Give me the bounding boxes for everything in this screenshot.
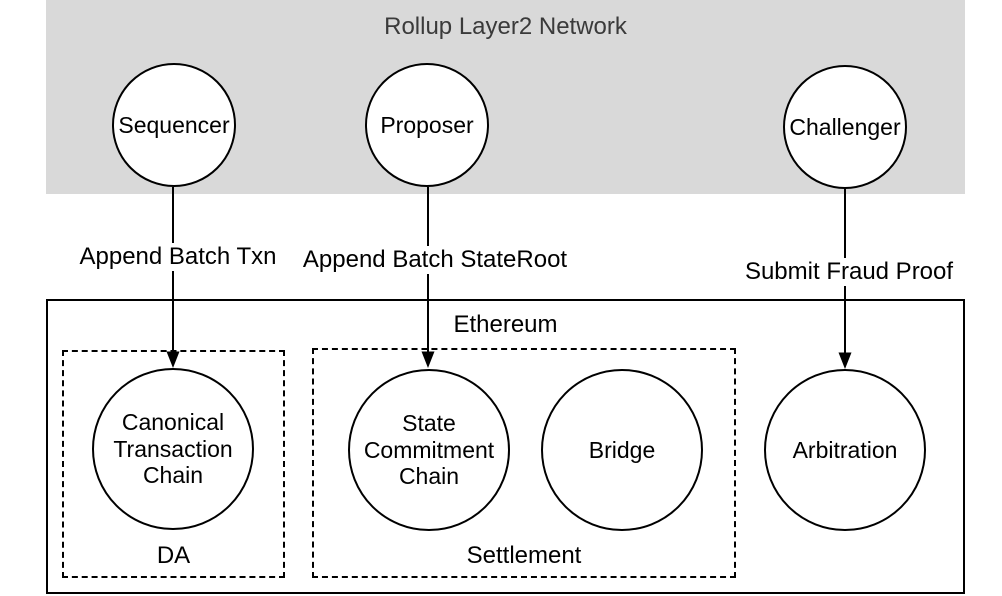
node-proposer: Proposer [365,63,489,187]
node-bridge-label: Bridge [588,436,656,463]
ethereum-region: Ethereum [46,299,965,594]
settlement-group-label: Settlement [466,542,582,569]
node-arbitration: Arbitration [764,369,926,531]
da-group-label: DA [156,542,191,569]
da-group-box: DA [62,350,285,578]
node-state-commitment-chain: State Commitment Chain [348,369,510,531]
node-arbitration-label: Arbitration [792,436,898,463]
edge-label-append-batch-txn: Append Batch Txn [76,243,280,271]
edge-label-submit-fraud-proof: Submit Fraud Proof [741,258,957,286]
ethereum-region-title: Ethereum [453,311,558,338]
layer2-region-title: Rollup Layer2 Network [384,13,627,40]
node-canonical-transaction-chain: Canonical Transaction Chain [92,368,254,530]
node-proposer-label: Proposer [380,111,474,138]
node-sequencer-label: Sequencer [118,111,230,138]
node-bridge: Bridge [541,369,703,531]
node-challenger-label: Challenger [789,113,901,140]
settlement-group-box: Settlement [312,348,736,578]
node-sequencer: Sequencer [112,63,236,187]
node-state-commitment-chain-label: State Commitment Chain [363,409,495,490]
node-canonical-transaction-chain-label: Canonical Transaction Chain [113,408,233,489]
node-challenger: Challenger [783,65,907,189]
edge-label-append-batch-stateroot: Append Batch StateRoot [299,246,571,274]
